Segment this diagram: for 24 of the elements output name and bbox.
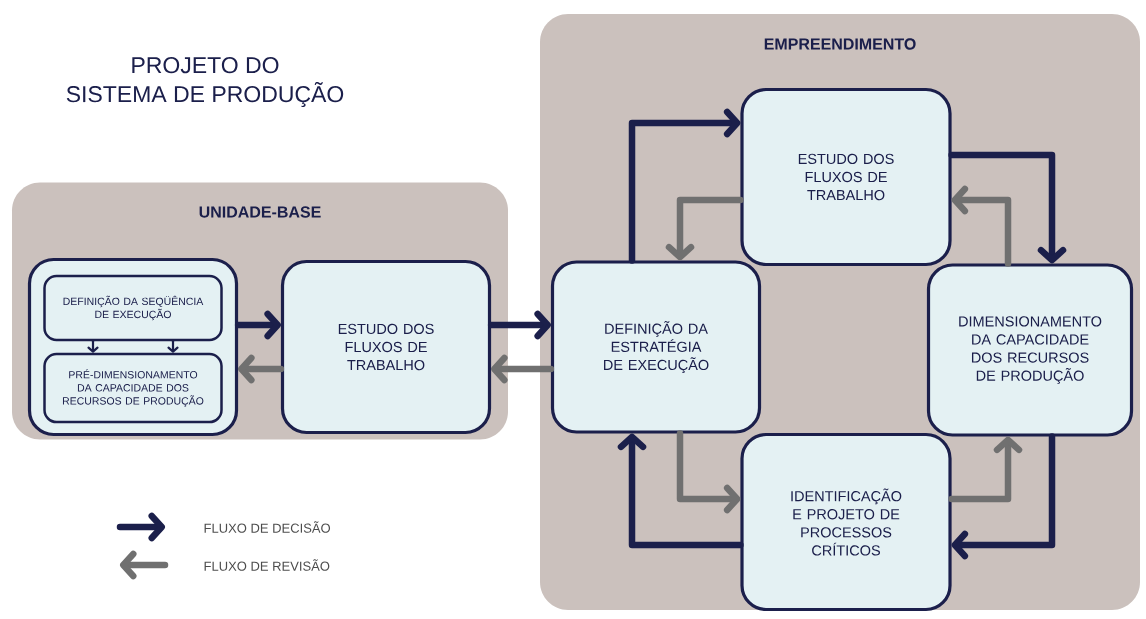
arrow [948,151,1067,264]
process-box: DEFINIÇÃO DA ESTRATÉGIA DE EXECUÇÃO [550,260,762,434]
process-box: PRÉ-DIMENSIONAMENTO DA CAPACIDADE DOS RECURSOS DE PRODUÇÃO [43,352,223,424]
process-box: DEFINIÇÃO DA SEQÜÊNCIA DE EXECUÇÃO [43,274,223,342]
arrow [487,310,551,340]
arrow [87,340,99,353]
arrow [238,354,285,384]
arrow [676,430,741,514]
arrow [951,185,1012,267]
arrow [628,108,741,264]
legend-label: FLUXO DE DECISÃO [204,521,331,533]
arrow [234,310,281,340]
process-box: ESTUDO DOS FLUXOS DE TRABALHO [740,87,952,267]
arrow [167,340,179,353]
arrow [665,196,744,261]
arrow [948,436,1023,503]
legend-label: FLUXO DE REVISÃO [204,559,330,571]
process-box: IDENTIFICAÇÃO E PROJETO DE PROCESSOS CRÍTICOS [740,432,952,612]
arrow [617,433,744,549]
diagram-title: PROJETO DO SISTEMA DE PRODUÇÃO [66,57,344,107]
process-box: DIMENSIONAMENTO DA CAPACIDADE DOS RECURSOS DE PRODUÇÃO [926,263,1134,437]
arrow [951,433,1056,560]
arrow [491,354,555,384]
process-box: ESTUDO DOS FLUXOS DE TRABALHO [280,259,492,435]
